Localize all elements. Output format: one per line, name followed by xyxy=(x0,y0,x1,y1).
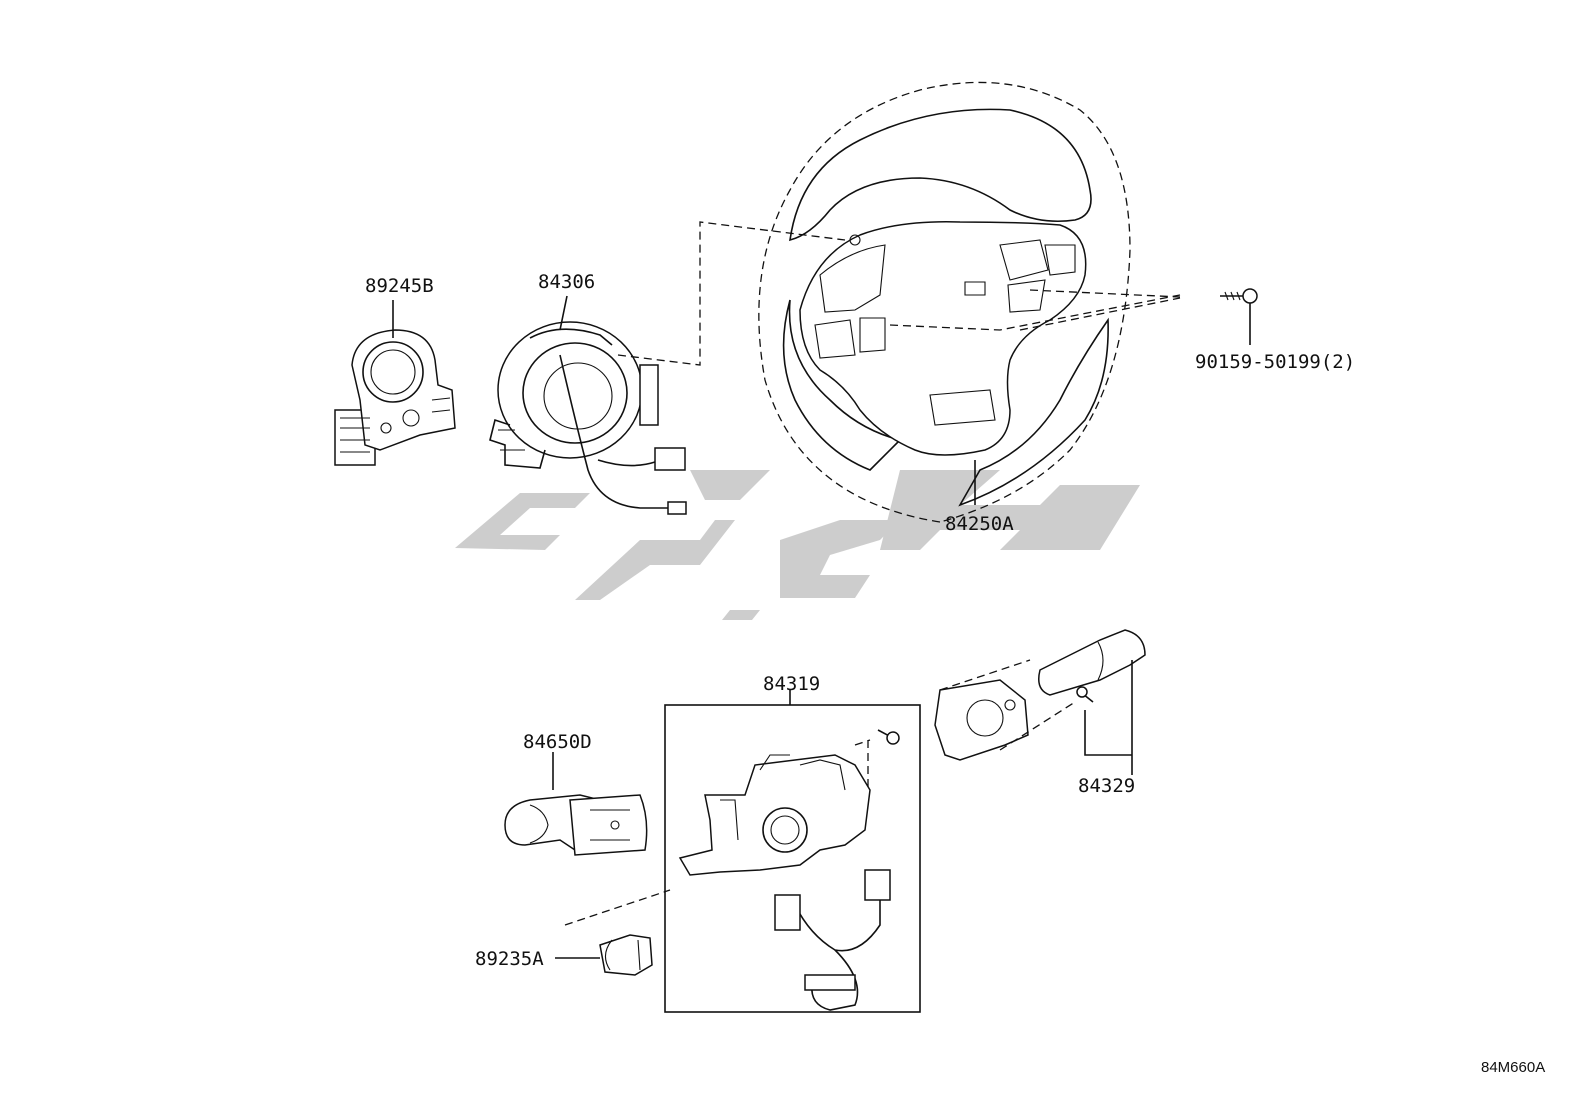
label-84650D: 84650D xyxy=(523,731,592,753)
combination-switch-part[interactable] xyxy=(664,690,921,1013)
wiper-switch-part[interactable] xyxy=(934,629,1146,775)
switch-assembly-box xyxy=(664,704,921,1013)
label-84319: 84319 xyxy=(763,673,820,695)
label-89235A: 89235A xyxy=(475,948,544,970)
label-84306: 84306 xyxy=(538,271,595,293)
small-sensor-part[interactable] xyxy=(555,889,671,976)
screw-part[interactable] xyxy=(1220,288,1258,345)
steering-sensor-part[interactable] xyxy=(334,329,456,466)
leader-dashed-84306 xyxy=(617,221,846,366)
label-90159-50199: 90159-50199(2) xyxy=(1195,351,1355,373)
headlight-switch-part[interactable] xyxy=(504,752,648,856)
spiral-cable-part[interactable] xyxy=(489,321,687,515)
label-84329: 84329 xyxy=(1078,775,1135,797)
steering-wheel-part[interactable] xyxy=(758,81,1181,523)
diagram-code: 84M660A xyxy=(1481,1059,1545,1076)
watermark-logo xyxy=(455,470,1140,620)
label-84250A: 84250A xyxy=(945,513,1014,535)
label-89245B: 89245B xyxy=(365,275,434,297)
